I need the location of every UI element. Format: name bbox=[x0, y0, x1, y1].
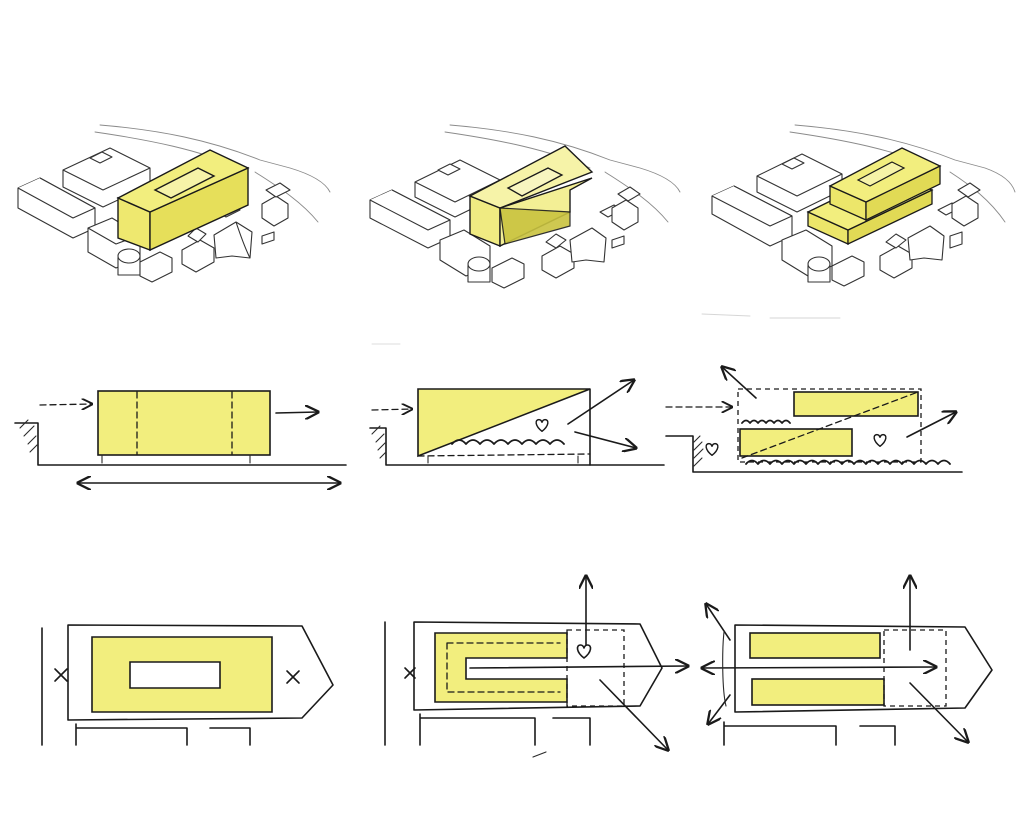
supports bbox=[101, 454, 251, 464]
proposed-wedge-block bbox=[468, 145, 594, 248]
upper-volume bbox=[793, 391, 919, 417]
entry-arrow-icon bbox=[39, 404, 92, 405]
courtyard-block bbox=[91, 636, 273, 713]
diagonal-arrow-icon bbox=[599, 679, 668, 750]
section-sketch-3 bbox=[665, 367, 963, 473]
adjacent-plots bbox=[419, 713, 591, 746]
scan-marks bbox=[371, 313, 841, 345]
lower-bar bbox=[751, 678, 885, 706]
outward-arrow-icon bbox=[574, 431, 636, 448]
ground-line bbox=[665, 435, 963, 473]
massing-sketch-3 bbox=[711, 124, 1016, 287]
plan-sketch-3 bbox=[702, 576, 993, 746]
dashed-floor bbox=[417, 453, 591, 457]
diagonal-arrow-icon bbox=[706, 604, 731, 641]
site-outline bbox=[734, 624, 993, 713]
sloped-volume bbox=[417, 388, 591, 458]
ground-hatch bbox=[371, 425, 387, 459]
cross-mark-icon bbox=[404, 667, 416, 679]
site-outline bbox=[413, 621, 663, 711]
adjacent-plots bbox=[723, 721, 896, 746]
diagonal-arrow-icon bbox=[567, 380, 634, 425]
proposed-stacked-bars bbox=[806, 147, 942, 246]
stray-mark bbox=[532, 751, 547, 758]
exit-arrow-icon bbox=[275, 412, 318, 413]
cross-mark-icon bbox=[54, 668, 68, 682]
massing-sketch-1 bbox=[17, 124, 331, 283]
activity-squiggle bbox=[745, 459, 951, 465]
cross-mark-icon bbox=[286, 670, 300, 684]
adjacent-plots bbox=[75, 723, 251, 746]
diagonal-arrow-icon bbox=[909, 682, 968, 742]
ground-hatch bbox=[19, 419, 38, 453]
dashed-open-zone bbox=[566, 629, 625, 707]
heart-icon bbox=[705, 442, 719, 457]
context-buildings bbox=[369, 159, 641, 289]
ground-line bbox=[369, 427, 665, 466]
proposed-block bbox=[116, 149, 250, 252]
heart-icon bbox=[535, 418, 549, 433]
building-volume bbox=[97, 390, 271, 456]
dashed-envelope bbox=[737, 388, 922, 463]
upper-bar bbox=[749, 632, 881, 659]
site-outline bbox=[67, 624, 334, 721]
diagonal-arrow-icon bbox=[708, 694, 731, 724]
dashed-inner-line bbox=[446, 642, 561, 693]
outward-arrow-icon bbox=[906, 412, 956, 438]
plan-sketch-2 bbox=[384, 576, 688, 758]
plan-sketch-1 bbox=[41, 624, 334, 746]
dashed-open-zone bbox=[883, 629, 947, 707]
ground-hatch bbox=[693, 435, 704, 467]
axis-arrow-icon bbox=[469, 666, 688, 668]
section-sketch-2 bbox=[369, 380, 665, 466]
activity-squiggle-small bbox=[741, 419, 791, 424]
ground-line bbox=[14, 422, 347, 466]
activity-squiggle bbox=[451, 439, 565, 445]
entry-arrow-icon bbox=[371, 409, 412, 410]
supports bbox=[427, 455, 579, 464]
context-buildings bbox=[711, 153, 981, 287]
curved-edge bbox=[722, 631, 727, 707]
massing-sketch-2 bbox=[369, 124, 681, 289]
diagonal-route bbox=[741, 391, 919, 459]
axis-arrow-icon bbox=[702, 667, 936, 668]
lower-volume bbox=[739, 428, 853, 457]
section-sketch-1 bbox=[14, 390, 347, 483]
heart-icon bbox=[873, 433, 887, 448]
heart-icon bbox=[576, 644, 592, 659]
upward-arrow-icon bbox=[722, 367, 757, 399]
